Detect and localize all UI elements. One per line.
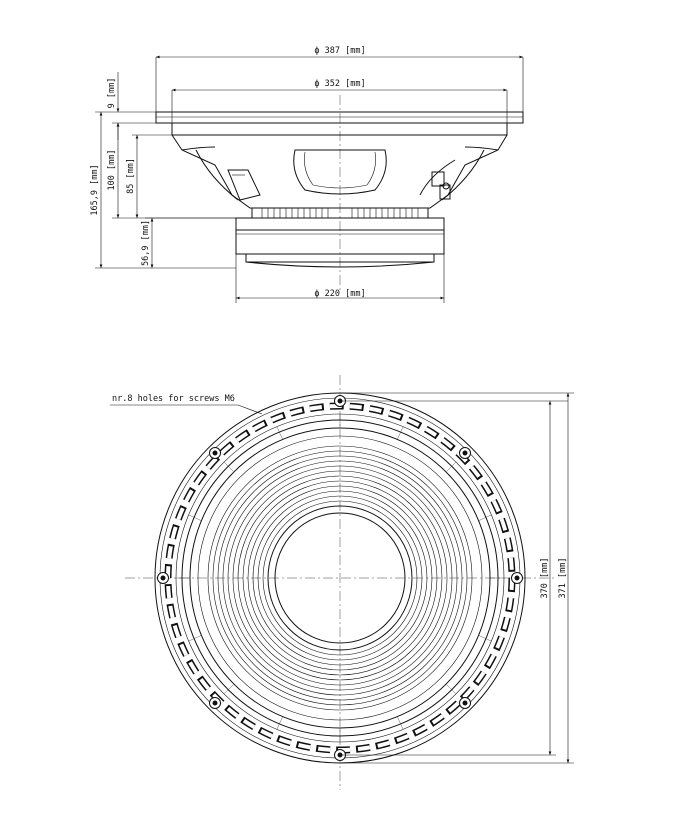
dim-371-label: 371 [mm]: [558, 558, 568, 599]
side-view: ϕ 387 [mm] ϕ 352 [mm] ϕ 220 [mm] 9 [mm] …: [90, 46, 524, 303]
dim-total-depth-label: 165,9 [mm]: [90, 164, 100, 215]
dim-370-label: 370 [mm]: [540, 558, 550, 599]
front-view: nr.8 holes for screws M6 370 [mm] 371 [m…: [110, 375, 574, 790]
dim-flange-label: 9 [mm]: [107, 78, 117, 109]
dim-depth-100-label: 100 [mm]: [107, 150, 117, 191]
dim-magnet-height-label: 56,9 [mm]: [141, 220, 151, 266]
dim-magnet-diameter-label: ϕ 220 [mm]: [314, 289, 365, 299]
dim-depth-85-label: 85 [mm]: [126, 158, 136, 194]
dim-inner-diameter-label: ϕ 352 [mm]: [314, 79, 365, 89]
holes-note-label: nr.8 holes for screws M6: [112, 394, 235, 404]
screw-holes: [157, 395, 523, 761]
dim-outer-diameter-label: ϕ 387 [mm]: [314, 46, 365, 56]
